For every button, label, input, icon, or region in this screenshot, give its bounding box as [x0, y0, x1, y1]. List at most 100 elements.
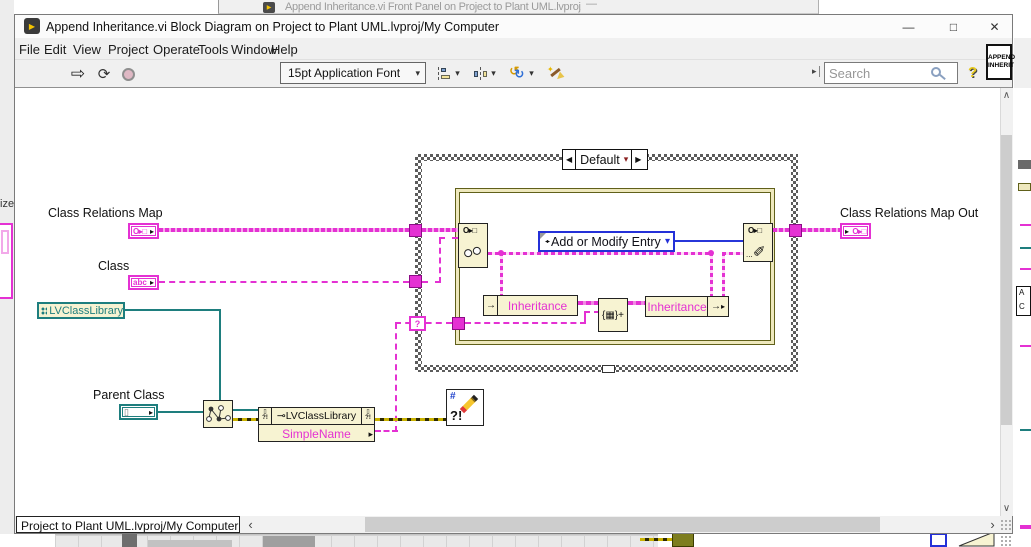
tunnel-map-out[interactable] — [789, 224, 802, 237]
hscroll-right-arrow[interactable]: › — [990, 517, 995, 532]
property-node-ref-cell[interactable]: ▯ ?! — [259, 408, 272, 425]
scroll-up-arrow[interactable]: ∧ — [1002, 89, 1011, 101]
unwired-tunnel[interactable] — [602, 365, 615, 373]
property-node-ref-cell-right[interactable]: ▯ ?! — [361, 408, 374, 425]
map-out-label[interactable]: Class Relations Map Out — [840, 206, 979, 220]
font-selector[interactable]: 15pt Application Font ▾ — [280, 62, 426, 84]
string-wire[interactable] — [395, 323, 397, 432]
menu-help[interactable]: Help — [271, 42, 298, 57]
error-wire[interactable] — [233, 418, 258, 421]
case-selector-dropdown[interactable]: ▾ — [623, 154, 629, 164]
cluster-wire[interactable] — [488, 252, 712, 255]
property-node[interactable]: ▯ ?! ▯ ?! ⊸LVClassLibrary SimpleName ▸ — [258, 407, 375, 442]
menu-operate[interactable]: Operate — [153, 42, 200, 57]
reorder-button[interactable]: ↺ ↻ ▾ — [506, 62, 538, 84]
string-wire[interactable] — [584, 311, 600, 313]
hscroll-left-arrow[interactable]: ‹ — [248, 517, 253, 532]
search-box[interactable] — [824, 62, 958, 84]
string-wire[interactable] — [439, 237, 458, 239]
bottom-resize-grip[interactable] — [1000, 535, 1012, 546]
cleanup-diagram-button[interactable]: ✦ — [543, 62, 567, 84]
menu-file[interactable]: File — [19, 42, 40, 57]
case-prev-arrow[interactable]: ◀ — [566, 155, 573, 164]
case-next-arrow[interactable]: ▶ — [635, 155, 642, 164]
parent-class-label[interactable]: Parent Class — [93, 388, 165, 402]
enum-wire[interactable] — [675, 240, 743, 242]
tunnel-inplace-in[interactable] — [452, 317, 465, 330]
lvclasslibrary-constant[interactable]: LVClassLibrary — [37, 302, 125, 319]
cluster-wire[interactable] — [710, 252, 713, 296]
title-bar[interactable] — [15, 15, 1012, 38]
abort-button[interactable] — [117, 62, 139, 86]
string-wire[interactable] — [439, 238, 441, 283]
scroll-down-arrow[interactable]: ∨ — [1002, 502, 1011, 514]
class-hierarchy-node[interactable] — [203, 400, 233, 428]
error-wire[interactable] — [375, 418, 446, 421]
front-panel-minimize-button[interactable]: — — [586, 0, 597, 10]
class-terminal[interactable]: abc ▸ — [128, 275, 159, 290]
context-box[interactable]: Project to Plant UML.lvproj/My Computer — [16, 516, 240, 533]
close-button[interactable]: ✕ — [989, 19, 1000, 34]
parent-class-terminal[interactable]: ▯ ▸ — [119, 404, 158, 420]
clear-errors-node[interactable]: # ?! — [446, 389, 484, 426]
enum-constant[interactable]: ◂▸ Add or Modify Entry ▾ — [538, 231, 675, 252]
string-wire[interactable] — [422, 281, 441, 283]
run-button[interactable]: ⇨ — [66, 62, 90, 86]
class-ref-wire[interactable] — [158, 411, 203, 413]
menu-view[interactable]: View — [73, 42, 101, 57]
maximize-button[interactable]: □ — [949, 19, 958, 34]
question-tunnel[interactable]: ? — [409, 316, 426, 331]
vertical-scroll-thumb[interactable] — [1001, 135, 1012, 425]
string-wire[interactable] — [159, 281, 409, 283]
map-wire[interactable] — [802, 228, 840, 232]
string-wire[interactable] — [465, 322, 586, 324]
class-ref-wire[interactable] — [125, 309, 221, 311]
class-ref-wire[interactable] — [219, 309, 221, 408]
enum-value[interactable]: Add or Modify Entry — [551, 234, 661, 249]
string-wire[interactable] — [584, 312, 586, 324]
front-panel-taskstrip[interactable]: ▶ Append Inheritance.vi Front Panel on P… — [218, 0, 818, 14]
tunnel-key-in[interactable] — [409, 275, 422, 288]
map-write-border-node[interactable]: O▸□ ✎ ... — [743, 223, 773, 262]
property-simplename[interactable]: SimpleName — [282, 427, 351, 441]
tunnel-map-in[interactable] — [409, 224, 422, 237]
array-wire[interactable] — [628, 301, 646, 305]
distribute-objects-button[interactable]: ▾ — [470, 62, 500, 84]
case-selector-value[interactable]: Default — [580, 152, 620, 167]
class-ref-wire[interactable] — [233, 409, 258, 411]
map-out-terminal[interactable]: ▸ O▸□ — [840, 223, 871, 239]
map-wire[interactable] — [422, 228, 458, 232]
cluster-wire[interactable] — [722, 252, 743, 255]
toolbar-overflow-icon[interactable]: ▸ — [812, 66, 820, 77]
menu-tools[interactable]: Tools — [198, 42, 229, 57]
build-array-node[interactable]: {▦}+ — [598, 298, 628, 332]
align-objects-button[interactable]: ▾ — [434, 62, 464, 84]
menu-project[interactable]: Project — [108, 42, 149, 57]
context-help-button[interactable]: ? — [968, 64, 978, 81]
class-relations-map-label[interactable]: Class Relations Map — [48, 206, 163, 220]
array-wire[interactable] — [578, 301, 599, 305]
enum-incdec-icon[interactable]: ◂▸ — [545, 239, 550, 245]
bundle-arrow-box[interactable]: → ▸ — [707, 296, 729, 317]
cluster-wire[interactable] — [722, 252, 725, 296]
map-read-border-node[interactable]: O▸□ — [458, 223, 488, 268]
front-panel-title: Append Inheritance.vi Front Panel on Pro… — [285, 1, 581, 13]
horizontal-scroll-thumb[interactable] — [365, 517, 880, 532]
map-wire[interactable] — [159, 228, 409, 232]
string-wire[interactable] — [375, 430, 398, 432]
map-wire[interactable] — [773, 228, 789, 232]
menu-window[interactable]: Window — [231, 42, 278, 57]
case-selector[interactable]: ◀ Default ▾ ▶ — [562, 149, 648, 170]
menu-edit[interactable]: Edit — [44, 42, 67, 57]
class-label[interactable]: Class — [98, 259, 130, 273]
cluster-wire[interactable] — [500, 252, 503, 295]
run-continuously-button[interactable]: ⟳ — [92, 62, 116, 86]
minimize-button[interactable]: — — [902, 19, 915, 34]
search-input[interactable] — [829, 64, 929, 82]
bundle-element-name[interactable]: Inheritance — [645, 296, 709, 317]
enum-dropdown-icon[interactable]: ▾ — [664, 236, 670, 247]
class-relations-map-terminal[interactable]: O▸□ ▸ — [128, 223, 159, 239]
unbundle-element-name[interactable]: Inheritance — [497, 295, 578, 316]
window-resize-grip[interactable] — [1000, 519, 1012, 531]
vi-icon[interactable]: APPEND INHERIT — [986, 44, 1015, 80]
